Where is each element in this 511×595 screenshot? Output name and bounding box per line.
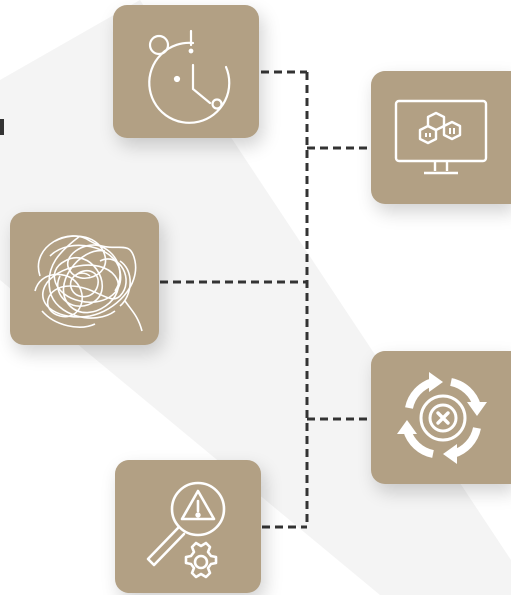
cycle-cancel-icon (397, 371, 487, 464)
node-monitor (371, 71, 511, 204)
tangled-scribble-icon (33, 235, 143, 332)
search-alert-gear-icon (146, 481, 226, 578)
node-cycle (371, 351, 511, 484)
left-edge-mark (0, 119, 4, 135)
node-time (113, 5, 259, 138)
clock-warning-icon (148, 29, 231, 124)
monitor-molecule-icon (394, 99, 488, 174)
node-search (115, 460, 261, 593)
node-tangle (10, 212, 159, 345)
